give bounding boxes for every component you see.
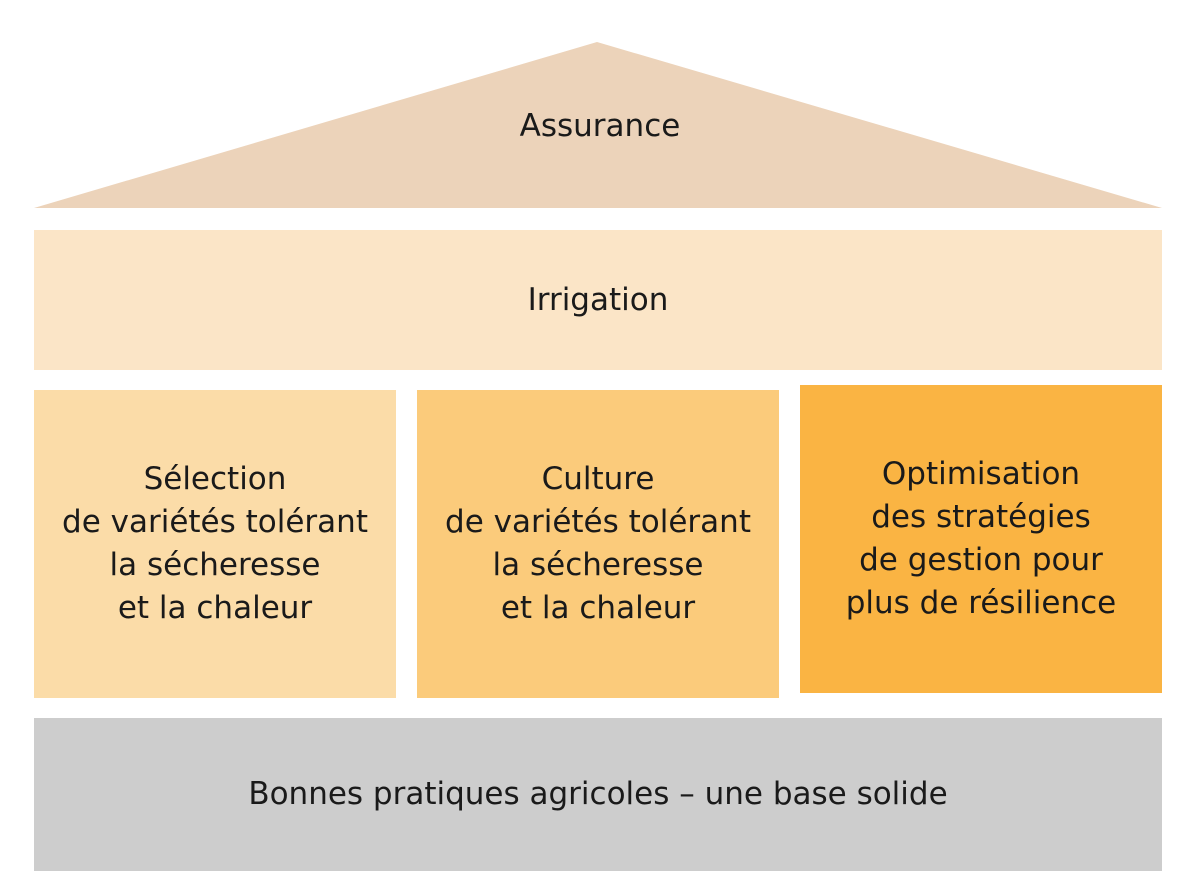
pillar-optimisation-label: Optimisation des stratégies de gestion p… bbox=[846, 453, 1117, 625]
pillar-line: de variétés tolérant bbox=[62, 504, 368, 540]
pillar-selection-label: Sélection de variétés tolérant la sécher… bbox=[62, 458, 368, 630]
pillar-line: plus de résilience bbox=[845, 585, 1117, 621]
roof-triangle bbox=[34, 42, 1162, 208]
pillar-selection: Sélection de variétés tolérant la sécher… bbox=[34, 390, 396, 698]
foundation-band: Bonnes pratiques agricoles – une base so… bbox=[34, 718, 1162, 871]
pillar-line: des stratégies bbox=[871, 499, 1091, 535]
pillar-line: la sécheresse bbox=[109, 547, 321, 583]
irrigation-label: Irrigation bbox=[527, 281, 669, 318]
pillar-line: de variétés tolérant bbox=[445, 504, 751, 540]
pillar-culture-label: Culture de variétés tolérant la sécheres… bbox=[445, 458, 751, 630]
roof-label: Assurance bbox=[519, 108, 681, 144]
pillar-line: Culture bbox=[541, 461, 655, 497]
pillar-optimisation: Optimisation des stratégies de gestion p… bbox=[800, 385, 1162, 693]
pillar-line: et la chaleur bbox=[117, 590, 313, 626]
pillar-line: et la chaleur bbox=[500, 590, 696, 626]
pillar-line: de gestion pour bbox=[859, 542, 1103, 578]
pillar-line: la sécheresse bbox=[492, 547, 704, 583]
pillar-line: Optimisation bbox=[881, 456, 1081, 492]
pillar-culture: Culture de variétés tolérant la sécheres… bbox=[417, 390, 779, 698]
irrigation-band: Irrigation bbox=[34, 230, 1162, 370]
foundation-label: Bonnes pratiques agricoles – une base so… bbox=[248, 776, 948, 812]
roof-shape bbox=[34, 42, 1162, 208]
pillar-line: Sélection bbox=[143, 461, 287, 497]
